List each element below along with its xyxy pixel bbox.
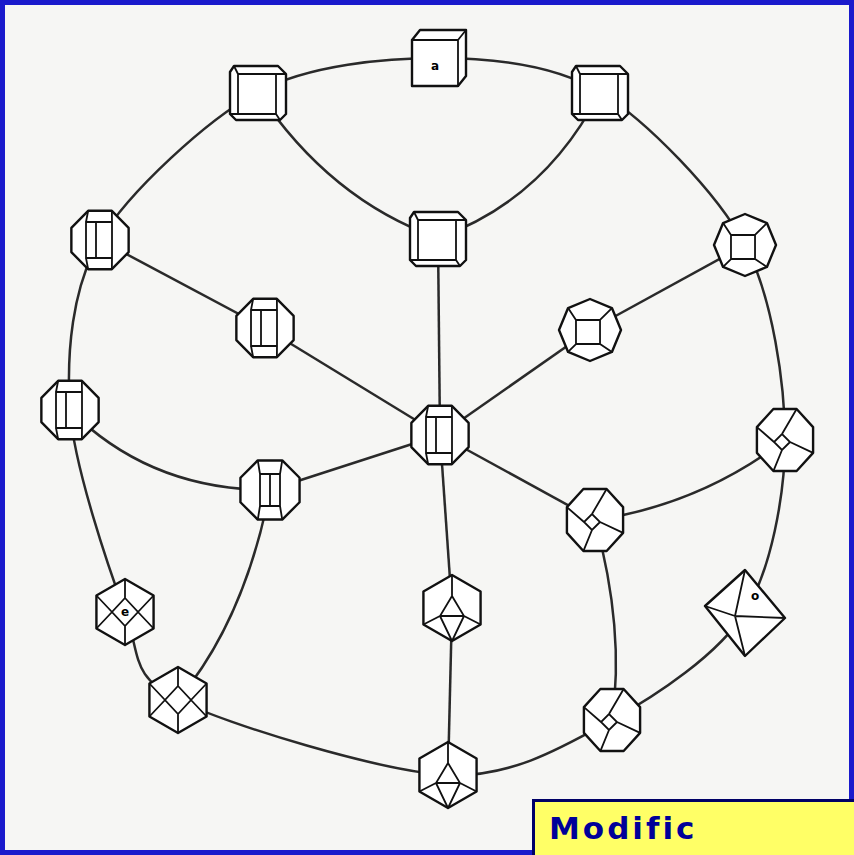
crystal-outline [230, 66, 286, 120]
zone-line [178, 490, 270, 700]
crystal-outline [572, 66, 628, 120]
crystal-edges [568, 308, 612, 352]
crystal-edges [412, 30, 466, 86]
crystal-figure [584, 689, 640, 751]
crystal-outline [559, 299, 621, 361]
crystal-outline [705, 570, 785, 656]
crystal-outline [567, 489, 623, 551]
crystal-edges [96, 579, 153, 645]
crystal-edges [705, 570, 785, 656]
crystal-figure [412, 30, 466, 86]
crystal-outline [240, 460, 299, 519]
crystal-figure [714, 214, 776, 276]
crystal-figure [423, 575, 480, 641]
crystal-figure [411, 406, 468, 464]
crystal-figure [71, 211, 128, 269]
crystal-figure [149, 667, 206, 733]
crystal-edges [419, 742, 476, 808]
crystal-drawings [41, 30, 813, 808]
crystal-outline [412, 30, 466, 86]
crystal-figure [236, 299, 293, 357]
heading-box: Modific [532, 799, 854, 855]
crystal-figure [230, 66, 286, 120]
crystal-figure [705, 570, 785, 656]
crystal-edges [149, 667, 206, 733]
crystal-edges [584, 689, 640, 751]
crystal-figure [240, 460, 299, 519]
crystal-figure [410, 212, 466, 266]
crystal-outline [714, 214, 776, 276]
crystal-figure [559, 299, 621, 361]
crystal-edges [251, 299, 277, 357]
crystal-edges [723, 223, 767, 267]
crystal-edges [426, 406, 452, 464]
crystal-outline [423, 575, 480, 641]
crystal-outline [757, 409, 813, 471]
crystal-edges [86, 211, 112, 269]
crystal-edges [56, 381, 82, 439]
frame-border [3, 3, 852, 853]
face-letter: a [431, 60, 439, 72]
crystal-edges [572, 66, 628, 120]
crystal-figure [419, 742, 476, 808]
crystal-outline [149, 667, 206, 733]
crystal-outline [584, 689, 640, 751]
crystal-figure [567, 489, 623, 551]
crystal-outline [411, 406, 468, 464]
connecting-lines [69, 58, 785, 775]
crystal-edges [230, 66, 286, 120]
crystal-outline [410, 212, 466, 266]
crystal-figure [96, 579, 153, 645]
crystal-outline [419, 742, 476, 808]
face-letter: e [121, 606, 129, 618]
crystal-edges [423, 575, 480, 641]
crystal-edges [410, 212, 466, 266]
crystal-outline [96, 579, 153, 645]
heading-text: Modific [535, 802, 697, 846]
crystal-edges [567, 489, 623, 551]
crystal-figure [572, 66, 628, 120]
crystal-edges [757, 409, 813, 471]
crystal-edges [258, 460, 282, 519]
crystal-outline [71, 211, 128, 269]
outer-ring [69, 58, 785, 775]
face-letter: o [751, 590, 759, 602]
crystal-figure [757, 409, 813, 471]
crystal-figure [41, 381, 98, 439]
crystal-outline [236, 299, 293, 357]
crystal-outline [41, 381, 98, 439]
